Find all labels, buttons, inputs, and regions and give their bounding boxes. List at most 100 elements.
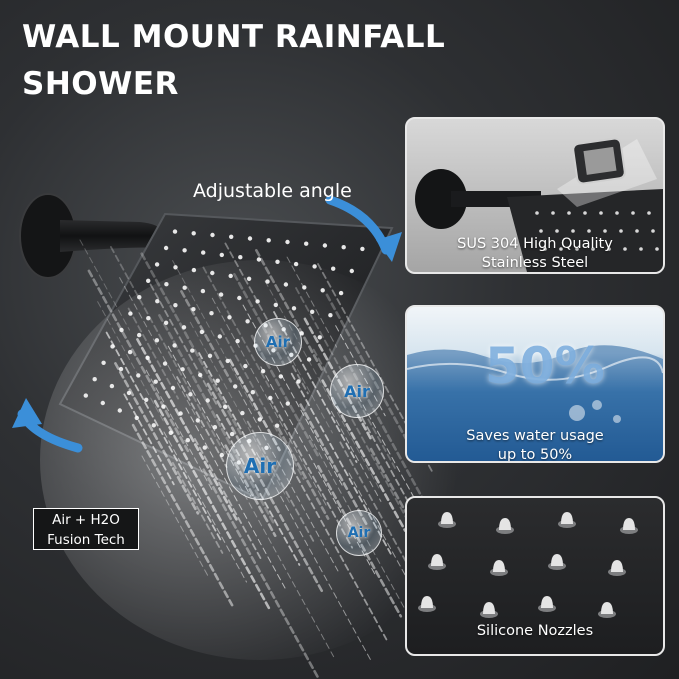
water-stream (264, 280, 382, 492)
nozzle-dot (163, 320, 169, 325)
silicone-nozzle (558, 512, 576, 528)
nozzle-dot (623, 247, 627, 251)
water-caption-line-2: up to 50% (497, 447, 573, 463)
water-stream (171, 461, 224, 554)
nozzle-dot (198, 372, 203, 378)
nozzle-dot (619, 229, 623, 233)
water-stream (123, 393, 175, 486)
nozzle-dot (285, 239, 290, 245)
nozzle-dot (543, 247, 547, 251)
water-stream (185, 407, 286, 589)
water-stream (79, 239, 130, 331)
nozzle-dot (599, 211, 603, 215)
nozzle-dot (551, 211, 555, 215)
nozzle-dot (200, 288, 206, 294)
nozzle-dot (109, 383, 115, 389)
fusion-line-2: Fusion Tech (47, 532, 125, 548)
nozzle-dot (302, 285, 307, 290)
silicone-nozzle (480, 602, 498, 618)
nozzle-dot (188, 392, 193, 397)
nozzle-dot (199, 329, 205, 335)
nozzle-dot (163, 245, 169, 251)
nozzle-dot (209, 311, 214, 316)
nozzle-dot (118, 366, 124, 372)
nozzle-dot (338, 290, 344, 296)
water-stream (131, 423, 234, 607)
nozzle-dot (182, 285, 187, 290)
nozzle-dot (92, 377, 97, 382)
nozzle-dot (291, 306, 297, 311)
nozzle-dot (182, 248, 187, 253)
water-stream (127, 307, 180, 400)
nozzle-dot (535, 211, 539, 215)
nozzle-dot (228, 273, 233, 279)
nozzle-dot (246, 276, 252, 281)
nozzle-dot (161, 404, 166, 409)
water-stream (202, 468, 321, 679)
water-caption-line-1: Saves water usage (466, 428, 604, 444)
silicone-nozzle (438, 512, 456, 528)
water-stream (330, 410, 382, 502)
nozzle-dot (268, 395, 273, 401)
water-stream (97, 301, 165, 423)
nozzle-dot (312, 264, 317, 269)
adjustable-angle-label: Adjustable angle (193, 180, 352, 202)
nozzle-dot (320, 288, 325, 293)
water-stream (321, 379, 407, 532)
nozzle-dot (100, 400, 106, 406)
steel-panel: SUS 304 High Quality Stainless Steel (405, 117, 665, 274)
air-bubble: Air (330, 364, 384, 418)
nozzle-dot (128, 311, 133, 316)
nozzle-dot (207, 353, 213, 358)
nozzle-dots (83, 229, 365, 473)
nozzle-dot (607, 247, 611, 251)
water-stream (202, 266, 271, 389)
silicone-nozzle (538, 596, 556, 612)
nozzle-dot (285, 401, 290, 406)
water-stream (224, 242, 309, 395)
title-line-2: SHOWER (22, 66, 179, 102)
nozzle-dot (274, 423, 280, 428)
nozzle-dot (153, 379, 158, 384)
nozzles-caption-line-1: Silicone Nozzles (476, 623, 594, 639)
nozzle-dot (201, 250, 206, 255)
nozzle-dot (173, 265, 178, 270)
nozzle-dot (328, 313, 333, 318)
nozzle-dot (126, 390, 132, 396)
nozzle-dot (146, 316, 151, 321)
water-stream (348, 472, 416, 594)
nozzle-dot (210, 270, 215, 276)
nozzle-dot (217, 334, 222, 339)
nozzle-dot (146, 278, 151, 283)
nozzle-dot (144, 397, 149, 402)
silicone-nozzle (428, 554, 446, 570)
nozzles-illustration (418, 512, 638, 618)
nozzle-dot (202, 445, 207, 450)
nozzle-dot (647, 211, 651, 215)
nozzle-dot (250, 390, 255, 395)
nozzle-dot (275, 259, 280, 264)
nozzle-dot (205, 398, 210, 403)
nozzle-dot (195, 418, 200, 423)
nozzle-dot (137, 332, 142, 338)
nozzle-dot (218, 292, 224, 297)
nozzle-dot (172, 229, 178, 234)
water-stream (140, 252, 242, 436)
nozzle-dot (83, 393, 89, 398)
water-stream (193, 437, 262, 560)
water-stream (273, 311, 358, 463)
water-stream (211, 297, 329, 509)
nozzle-dot (164, 282, 169, 287)
nozzle-dot (185, 438, 190, 443)
nozzle-dot (237, 295, 242, 301)
water-stream (153, 399, 272, 613)
nozzle-dot (222, 404, 228, 409)
water-stream (299, 403, 368, 526)
nozzle-dot (162, 361, 168, 366)
water-stream (110, 245, 228, 458)
nozzle-dot (180, 367, 185, 372)
water-stream (145, 369, 213, 491)
water-stream (119, 277, 203, 429)
nozzle-dot (583, 211, 587, 215)
